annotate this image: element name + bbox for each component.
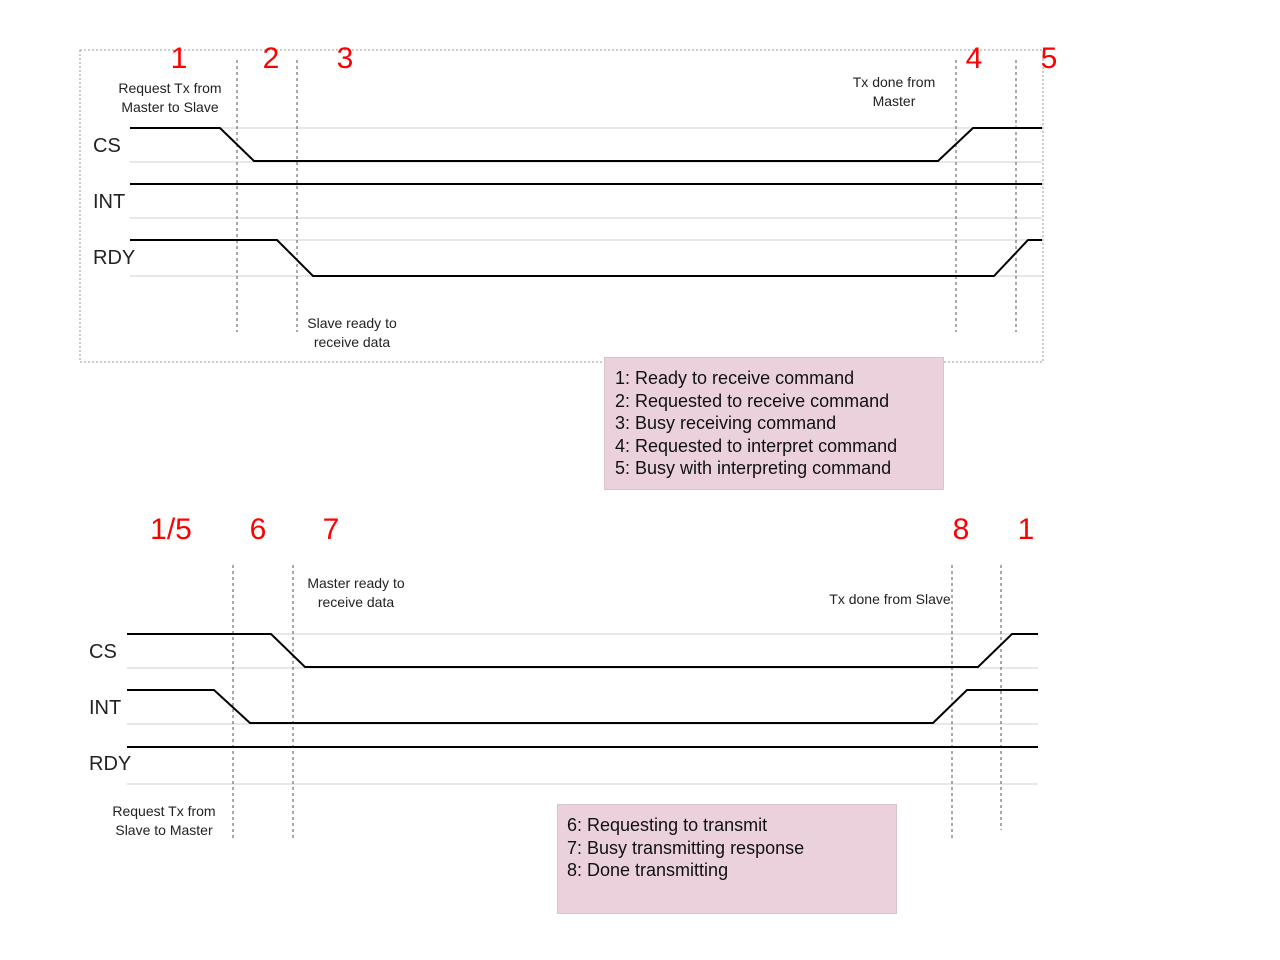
bottom-signal-cs: CS: [89, 641, 117, 663]
bottom-tx-done: Tx done from Slave: [829, 591, 951, 607]
bottom-request-tx-line2: Slave to Master: [115, 822, 213, 838]
bottom-marker-6: 6: [250, 513, 267, 546]
bottom-marker-1-5: 1/5: [150, 513, 192, 546]
top-request-tx-line2: Master to Slave: [121, 99, 218, 115]
bottom-marker-1: 1: [1018, 513, 1035, 546]
top-legend-item-5: 5: Busy with interpreting command: [615, 458, 892, 478]
top-marker-4: 4: [966, 42, 983, 75]
top-legend-item-2: 2: Requested to receive command: [615, 390, 890, 411]
top-legend-item-4: 4: Requested to interpret command: [615, 435, 898, 456]
bottom-master-ready-line2: receive data: [318, 594, 394, 610]
top-slave-ready-line1: Slave ready to: [307, 315, 397, 331]
bottom-signal-int: INT: [89, 697, 121, 719]
top-marker-1: 1: [171, 42, 188, 75]
bottom-legend-item-8: 8: Done transmitting: [567, 860, 729, 880]
bottom-marker-8: 8: [953, 513, 970, 546]
top-marker-5: 5: [1041, 42, 1058, 75]
bottom-cs-waveform: [127, 633, 1038, 668]
top-state-legend: 1: Ready to receive command 2: Requested…: [604, 357, 944, 490]
top-slave-ready-line2: receive data: [314, 334, 390, 350]
top-signal-cs: CS: [93, 135, 121, 157]
bottom-marker-7: 7: [323, 513, 340, 546]
bottom-int-waveform: [127, 689, 1038, 724]
top-timing-diagram: CS INT RDY 1 2 3 4 5 Request Tx from Mas…: [79, 42, 1058, 363]
bottom-signal-rdy: RDY: [89, 753, 131, 775]
top-cs-waveform: [130, 127, 1042, 162]
top-diagram-border: [79, 49, 1044, 363]
top-legend-item-1: 1: Ready to receive command: [615, 368, 855, 388]
top-tx-done-line2: Master: [873, 93, 916, 109]
bottom-phase-dividers: [232, 565, 1002, 838]
top-rdy-waveform: [130, 239, 1042, 277]
bottom-guide-lines: [127, 633, 1038, 785]
bottom-legend-item-7: 7: Busy transmitting response: [567, 837, 805, 858]
top-marker-2: 2: [263, 42, 280, 75]
bottom-request-tx-line1: Request Tx from: [112, 803, 215, 819]
bottom-legend-item-6: 6: Requesting to transmit: [567, 815, 768, 835]
top-request-tx-line1: Request Tx from: [118, 80, 221, 96]
top-legend-item-3: 3: Busy receiving command: [615, 413, 837, 433]
top-signal-rdy: RDY: [93, 247, 135, 269]
top-marker-3: 3: [337, 42, 354, 75]
top-signal-int: INT: [93, 191, 125, 213]
bottom-state-legend: 6: Requesting to transmit 7: Busy transm…: [557, 804, 897, 914]
top-tx-done-line1: Tx done from: [853, 74, 935, 90]
bottom-master-ready-line1: Master ready to: [307, 575, 404, 591]
top-guide-lines: [130, 127, 1042, 277]
bottom-timing-diagram: CS INT RDY 1/5 6 7 8 1 Master ready to r…: [89, 513, 1038, 838]
